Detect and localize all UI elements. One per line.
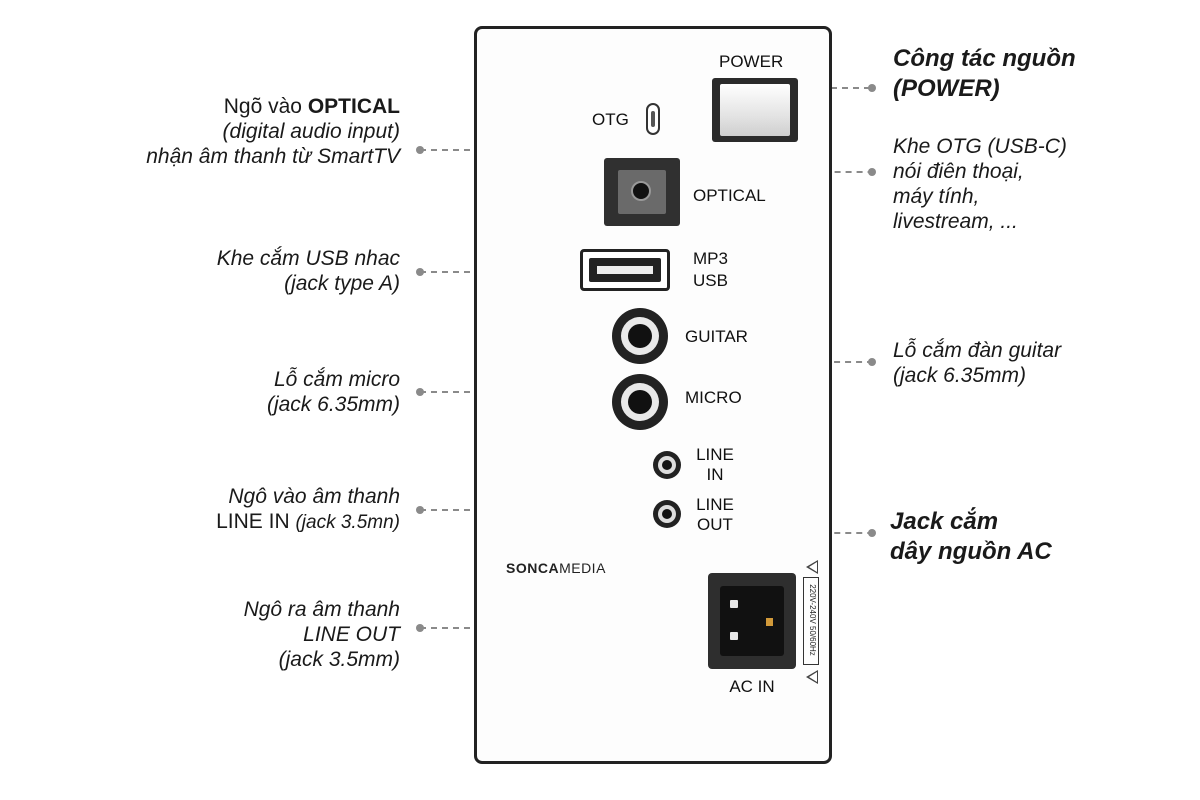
callout-power: Công tác nguồn (POWER) xyxy=(893,45,1076,102)
callout-otg: Khe OTG (USB-C) nói điên thoại, máy tính… xyxy=(893,135,1067,233)
usb-a-port[interactable] xyxy=(580,249,670,291)
callout-ac: Jack cắm dây nguồn AC xyxy=(890,508,1052,565)
optical-label: OPTICAL xyxy=(693,186,766,205)
callout-line-in: Ngô vào âm thanh LINE IN (jack 3.5mn) xyxy=(216,485,400,533)
otg-label: OTG xyxy=(592,110,629,129)
line-out-label-2: OUT xyxy=(697,515,733,534)
brand-logo: SONCAMEDIA xyxy=(506,560,606,576)
power-label: POWER xyxy=(719,52,784,71)
line-in-jack[interactable] xyxy=(653,451,681,479)
callout-optical: Ngõ vào OPTICAL (digital audio input) nh… xyxy=(146,95,400,168)
micro-jack[interactable] xyxy=(612,374,668,430)
line-out-jack[interactable] xyxy=(653,500,681,528)
mp3-label: MP3 xyxy=(693,249,728,268)
ac-power-socket[interactable] xyxy=(708,573,796,669)
callout-guitar: Lỗ cắm đàn guitar (jack 6.35mm) xyxy=(893,339,1062,387)
callout-usb: Khe cắm USB nhac (jack type A) xyxy=(216,247,400,295)
micro-label: MICRO xyxy=(685,388,742,407)
optical-port[interactable] xyxy=(604,158,680,226)
line-in-label-2: IN xyxy=(706,465,724,484)
warning-triangle-icon xyxy=(806,670,818,684)
callout-micro: Lỗ cắm micro (jack 6.35mm) xyxy=(266,368,400,416)
guitar-label: GUITAR xyxy=(685,327,748,346)
guitar-jack[interactable] xyxy=(612,308,668,364)
callout-line-out: Ngô ra âm thanh LINE OUT (jack 3.5mm) xyxy=(243,598,400,671)
ac-rating-label: 220V-240V 50/60Hz xyxy=(803,577,819,665)
line-out-label-1: LINE xyxy=(696,495,734,514)
ac-in-label: AC IN xyxy=(729,677,775,696)
power-switch[interactable] xyxy=(712,78,798,142)
warning-triangle-icon xyxy=(806,560,818,574)
usb-label: USB xyxy=(693,271,728,290)
usb-c-port[interactable] xyxy=(646,103,660,135)
line-in-label-1: LINE xyxy=(696,445,734,464)
